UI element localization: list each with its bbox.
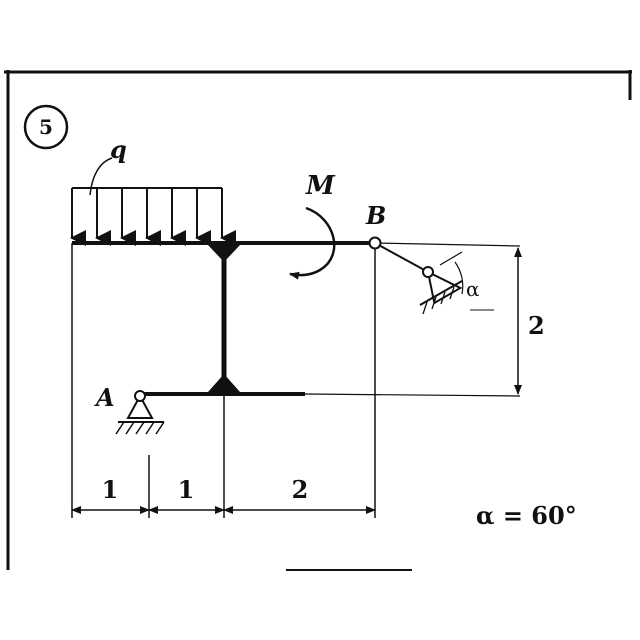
vertical-dimension: 2 <box>514 247 545 395</box>
distributed-load: q <box>70 135 236 246</box>
upper-beam <box>72 241 521 247</box>
given-angle-value: α = 60° <box>476 501 577 530</box>
point-b-label: B <box>365 201 386 230</box>
problem-number-badge: 5 <box>23 104 69 150</box>
moment-m: M <box>289 171 336 280</box>
point-a-label: A <box>94 383 115 412</box>
figure-frame <box>4 70 632 571</box>
moment-label: M <box>305 171 336 201</box>
problem-number: 5 <box>39 115 53 139</box>
horizontal-dimensions: 1 1 2 <box>71 475 376 514</box>
angle-label: α <box>466 277 480 301</box>
pin-support-a: A <box>94 383 165 435</box>
vertical-dimension-label: 2 <box>528 311 545 340</box>
dimension-label-2: 1 <box>178 475 195 504</box>
load-label-q: q <box>110 135 127 164</box>
hinge-b: B <box>365 201 429 273</box>
inclined-support: α <box>419 251 494 315</box>
dimension-label-1: 1 <box>102 475 119 504</box>
dimension-label-3: 2 <box>292 475 309 504</box>
vertical-column <box>208 243 240 392</box>
lower-beam <box>140 392 521 397</box>
